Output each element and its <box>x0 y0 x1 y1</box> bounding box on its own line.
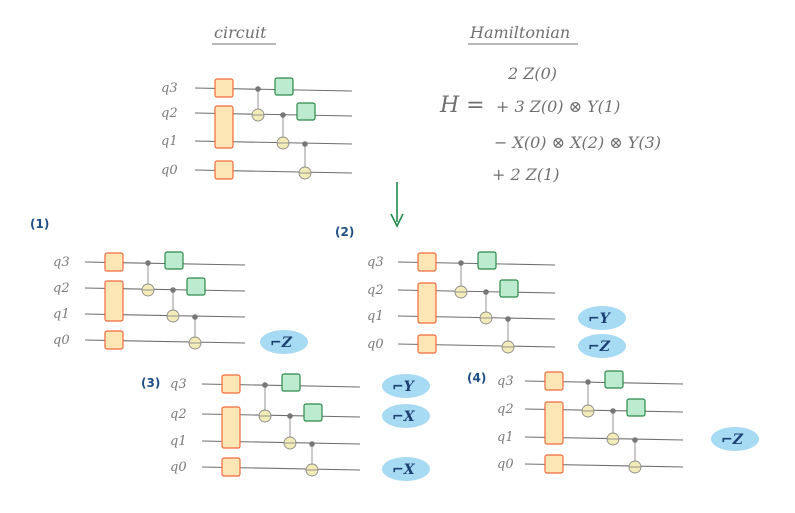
orange-gate-q0 <box>417 334 437 354</box>
green-gate-q2 <box>626 398 646 417</box>
green-gate-q2 <box>296 102 316 121</box>
measurement-label-q1: ⌐Z <box>721 432 744 448</box>
orange-gate-q2-q1 <box>214 105 234 149</box>
measurement-label-q1: ⌐Y <box>588 311 612 327</box>
green-gate-q3 <box>274 77 294 96</box>
qubit-label-q3: q3 <box>53 255 70 270</box>
measurement-label-q0: ⌐X <box>392 462 416 478</box>
panel-number-2: (2) <box>335 225 354 239</box>
qubit-label-q1: q1 <box>161 134 178 149</box>
cnot-3-2-control <box>458 260 464 266</box>
green-gate-q3 <box>604 370 624 389</box>
qubit-label-q2: q2 <box>367 283 384 298</box>
cnot-2-1-control <box>280 112 286 118</box>
qubit-label-q3: q3 <box>367 255 384 270</box>
measurement-label-q3: ⌐Y <box>392 379 416 395</box>
hamiltonian-title: Hamiltonian <box>469 23 570 42</box>
hamiltonian-term-2: + 3 Z(0) ⊗ Y(1) <box>496 97 620 116</box>
qubit-label-q1: q1 <box>170 434 187 449</box>
cnot-3-2-control <box>262 382 268 388</box>
hamiltonian-term-3: − X(0) ⊗ X(2) ⊗ Y(3) <box>494 133 661 152</box>
transform-arrow-head <box>390 213 404 228</box>
qubit-label-q0: q0 <box>53 333 70 348</box>
measurement-label-q0: ⌐Z <box>270 335 293 351</box>
orange-gate-q0 <box>214 160 234 180</box>
qubit-label-q3: q3 <box>161 81 178 96</box>
qubit-label-q2: q2 <box>170 407 187 422</box>
qubit-label-q0: q0 <box>367 337 384 352</box>
qubit-label-q1: q1 <box>367 309 384 324</box>
qubit-label-q2: q2 <box>53 281 70 296</box>
measurement-blob-q1 <box>711 427 759 451</box>
orange-gate-q2-q1 <box>221 406 241 449</box>
orange-gate-q3 <box>544 371 564 391</box>
green-gate-q3 <box>281 373 301 392</box>
orange-gate-q0 <box>221 457 241 477</box>
orange-gate-q0 <box>104 330 124 350</box>
circuit-panel-0: q3 q2 q1 q0 <box>161 77 353 180</box>
hamiltonian-term-1: 2 Z(0) <box>507 64 557 83</box>
qubit-label-q0: q0 <box>497 457 514 472</box>
measurement-blob-q0 <box>578 334 626 358</box>
measurement-blob-q2 <box>382 404 430 428</box>
orange-gate-q2-q1 <box>417 282 437 324</box>
panel-number-1: (1) <box>30 217 49 231</box>
measurement-label-q2: ⌐X <box>392 409 416 425</box>
hamiltonian-symbol: H = <box>439 93 485 118</box>
green-gate-q2 <box>303 403 323 422</box>
cnot-3-2-control <box>585 379 591 385</box>
green-gate-q3 <box>477 251 497 270</box>
cnot-1-0-control <box>192 314 198 320</box>
cnot-3-2-control <box>145 260 151 266</box>
qubit-label-q2: q2 <box>497 402 514 417</box>
cnot-2-1-control <box>287 413 293 419</box>
orange-gate-q0 <box>544 454 564 474</box>
cnot-1-0-control <box>632 437 638 443</box>
cnot-1-0-control <box>302 141 308 147</box>
measurement-label-q0: ⌐Z <box>588 339 611 355</box>
qubit-label-q2: q2 <box>161 106 178 121</box>
green-gate-q2 <box>186 277 206 296</box>
cnot-1-0-control <box>309 441 315 447</box>
qubit-label-q3: q3 <box>497 374 514 389</box>
orange-gate-q3 <box>221 374 241 394</box>
circuit-title: circuit <box>214 23 267 42</box>
measurement-blob-q3 <box>382 374 430 398</box>
circuit-panel-1: q3 q2 q1 q0 ⌐Z <box>53 251 308 354</box>
orange-gate-q3 <box>104 252 124 272</box>
hamiltonian-term-4: + 2 Z(1) <box>492 165 560 184</box>
cnot-3-2-control <box>255 86 261 92</box>
cnot-1-0-control <box>505 316 511 322</box>
qubit-label-q1: q1 <box>53 307 70 322</box>
qubit-label-q0: q0 <box>170 460 187 475</box>
measurement-blob-q0 <box>260 330 308 354</box>
measurement-blob-q0 <box>382 457 430 481</box>
cnot-2-1-control <box>610 408 616 414</box>
orange-gate-q2-q1 <box>104 280 124 322</box>
cnot-2-1-control <box>170 287 176 293</box>
circuit-panel-2: q3 q2 q1 q0 ⌐Y ⌐Z <box>367 251 626 358</box>
qubit-label-q1: q1 <box>497 430 514 445</box>
panel-number-3: (3) <box>141 376 160 390</box>
measurement-blob-q1 <box>578 306 626 330</box>
orange-gate-q3 <box>417 252 437 272</box>
circuit-panel-3: q3 q2 q1 q0 ⌐Y ⌐X ⌐X <box>170 373 430 481</box>
cnot-2-1-control <box>483 289 489 295</box>
green-gate-q3 <box>164 251 184 270</box>
panel-number-4: (4) <box>467 371 486 385</box>
qubit-label-q0: q0 <box>161 163 178 178</box>
qubit-label-q3: q3 <box>170 377 187 392</box>
orange-gate-q2-q1 <box>544 401 564 445</box>
orange-gate-q3 <box>214 78 234 98</box>
green-gate-q2 <box>499 279 519 298</box>
circuit-panel-4: q3 q2 q1 q0 ⌐Z <box>497 370 759 474</box>
